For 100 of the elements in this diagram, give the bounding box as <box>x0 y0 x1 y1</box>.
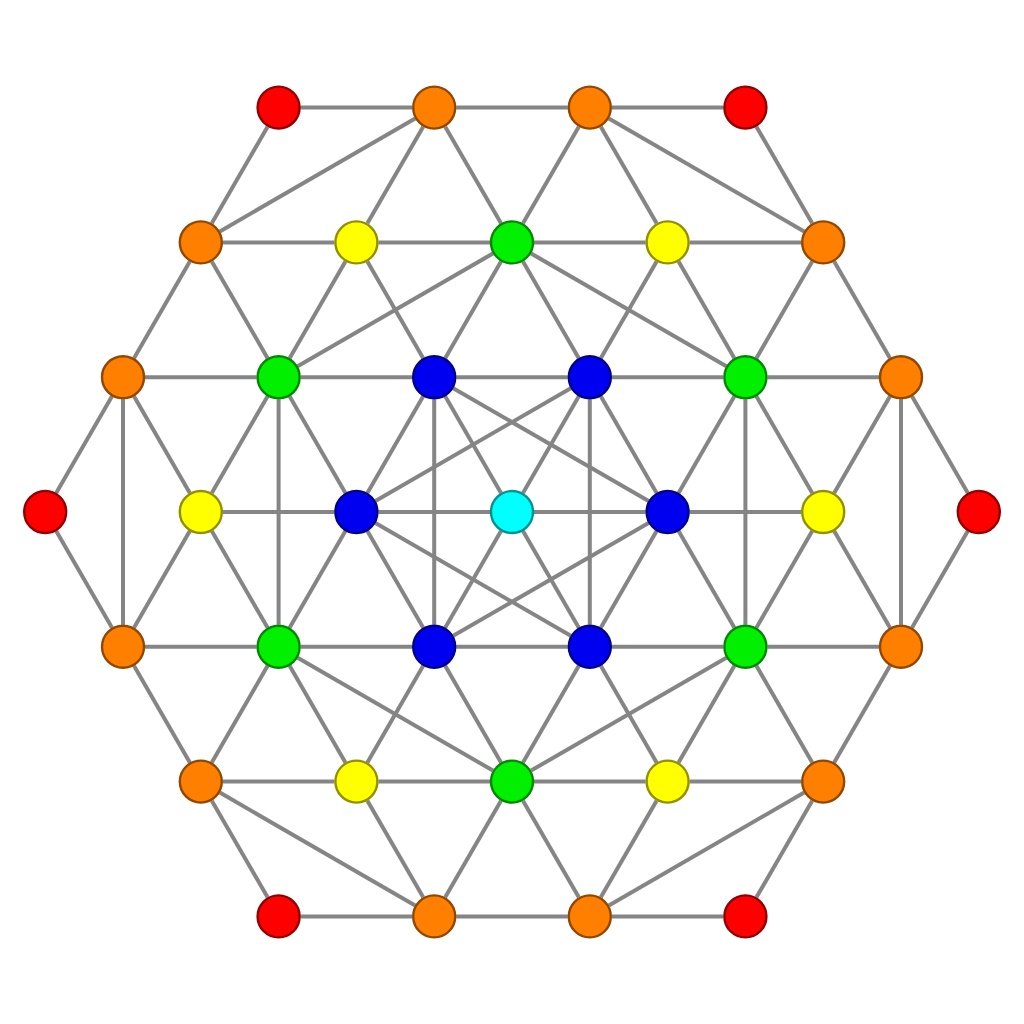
graph-edge <box>599 799 659 899</box>
graph-edge <box>599 530 659 629</box>
graph-vertex <box>567 894 612 939</box>
graph-edge <box>452 521 650 638</box>
graph-edge <box>276 399 281 625</box>
graph-edge <box>521 260 581 360</box>
graph-edge <box>599 260 659 360</box>
graph-edge <box>910 530 970 629</box>
graph-edge <box>599 125 659 225</box>
graph-edge <box>676 664 737 764</box>
graph-vertex <box>489 489 535 535</box>
graph-edge <box>534 510 646 514</box>
graph-edge <box>521 125 581 225</box>
graph-edge <box>296 251 494 368</box>
graph-edge <box>587 399 592 625</box>
graph-edge <box>521 664 581 764</box>
graph-edge <box>611 105 724 110</box>
graph-vertex <box>256 624 301 669</box>
graph-edge <box>443 260 503 360</box>
graph-edge <box>365 125 425 225</box>
graph-edge <box>300 644 413 649</box>
graph-edge <box>689 510 802 514</box>
graph-edge <box>374 386 572 503</box>
graph-edge <box>521 799 581 899</box>
graph-edge <box>218 116 417 234</box>
graph-edge <box>754 799 814 899</box>
graph-edge <box>210 530 270 629</box>
graph-edge <box>443 530 503 629</box>
graph-edge <box>378 779 490 784</box>
graph-vertex <box>567 85 612 130</box>
graph-vertex <box>100 355 146 400</box>
graph-edge <box>754 395 814 494</box>
graph-edge <box>287 260 348 360</box>
graph-edge <box>767 375 879 380</box>
graph-edge <box>754 530 814 629</box>
graph-edge <box>210 664 270 764</box>
graph-edge <box>534 240 646 245</box>
graph-edge <box>607 790 806 908</box>
graph-edge <box>210 125 270 225</box>
graph-vertex <box>256 894 301 939</box>
graph-edge <box>287 664 348 764</box>
graph-vertex <box>723 355 768 400</box>
graph-vertex <box>178 489 223 535</box>
graph-edge <box>676 395 737 494</box>
graph-edge <box>743 399 748 625</box>
graph-edge <box>296 656 494 773</box>
graph-edge <box>443 125 503 225</box>
graph-edge <box>132 260 192 360</box>
graph-edge <box>530 251 728 368</box>
graph-edge <box>521 395 581 494</box>
graph-edge <box>218 790 417 908</box>
graph-edge <box>132 664 192 764</box>
graph-edge <box>145 644 257 649</box>
graph-edge <box>210 799 270 899</box>
graph-edge <box>210 395 270 494</box>
graph-vertex <box>100 624 146 669</box>
graph-edge <box>910 395 970 494</box>
graph-edge <box>54 395 114 494</box>
graph-edge <box>611 375 724 380</box>
graph-edge <box>689 779 802 784</box>
graph-vertex <box>412 85 457 130</box>
graph-vertex <box>645 489 690 535</box>
graph-edge <box>599 664 659 764</box>
graph-vertex <box>489 759 535 804</box>
graph-edge <box>300 105 413 110</box>
graph-vertex <box>801 759 846 804</box>
graph-edge <box>145 375 257 380</box>
graph-edge <box>611 914 724 919</box>
graph-edge <box>378 510 490 514</box>
graph-edge <box>374 521 572 638</box>
graph-edge <box>365 260 425 360</box>
graph-edge <box>443 799 503 899</box>
graph-vertex <box>412 624 457 669</box>
graph-edge <box>452 386 650 503</box>
graph-edge <box>899 399 903 625</box>
graph-edge <box>832 260 892 360</box>
graph-edge <box>832 395 892 494</box>
graph-vertex <box>489 220 535 265</box>
graph-vertex <box>178 220 223 265</box>
graph-edge <box>599 395 659 494</box>
graph-edge <box>456 375 568 380</box>
graph-vertex <box>645 220 690 265</box>
graph-edge <box>611 644 724 649</box>
graph-vertex <box>723 894 768 939</box>
graph-edge <box>365 799 425 899</box>
graph-vertex <box>334 759 379 804</box>
graph-edge <box>530 656 728 773</box>
graph-edge <box>432 399 437 625</box>
graph-edge <box>754 125 814 225</box>
graph-edge <box>132 530 192 629</box>
graph-edge <box>456 105 568 110</box>
graph-edge <box>121 399 125 625</box>
graph-vertex <box>645 759 690 804</box>
graph-edge <box>365 664 425 764</box>
graph-vertex <box>256 85 301 130</box>
graph-edge <box>443 395 503 494</box>
graph-edge <box>300 375 413 380</box>
graph-edge <box>287 530 348 629</box>
graph-edge <box>676 260 737 360</box>
graph-edge <box>767 644 879 649</box>
